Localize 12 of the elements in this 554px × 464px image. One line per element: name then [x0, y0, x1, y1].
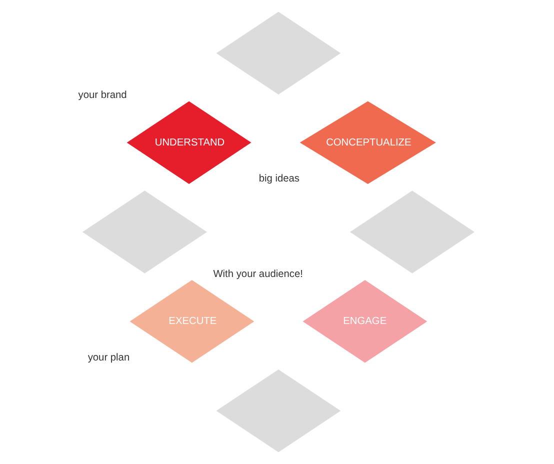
- node-diamond: [81, 190, 208, 274]
- node-label: With your audience!: [213, 268, 303, 280]
- node-diamond: EXECUTE: [128, 279, 256, 364]
- node-diamond: [348, 190, 476, 274]
- node-label: your plan: [88, 352, 130, 364]
- node-label: big ideas: [258, 174, 300, 185]
- node-diamond: UNDERSTAND: [126, 100, 253, 185]
- node-label: your brand: [78, 90, 127, 102]
- node-diamond: [214, 368, 342, 454]
- node-diamond: ENGAGE: [301, 279, 428, 364]
- node-diamond: CONCEPTUALIZE: [298, 100, 438, 185]
- node-diamond: [214, 10, 342, 96]
